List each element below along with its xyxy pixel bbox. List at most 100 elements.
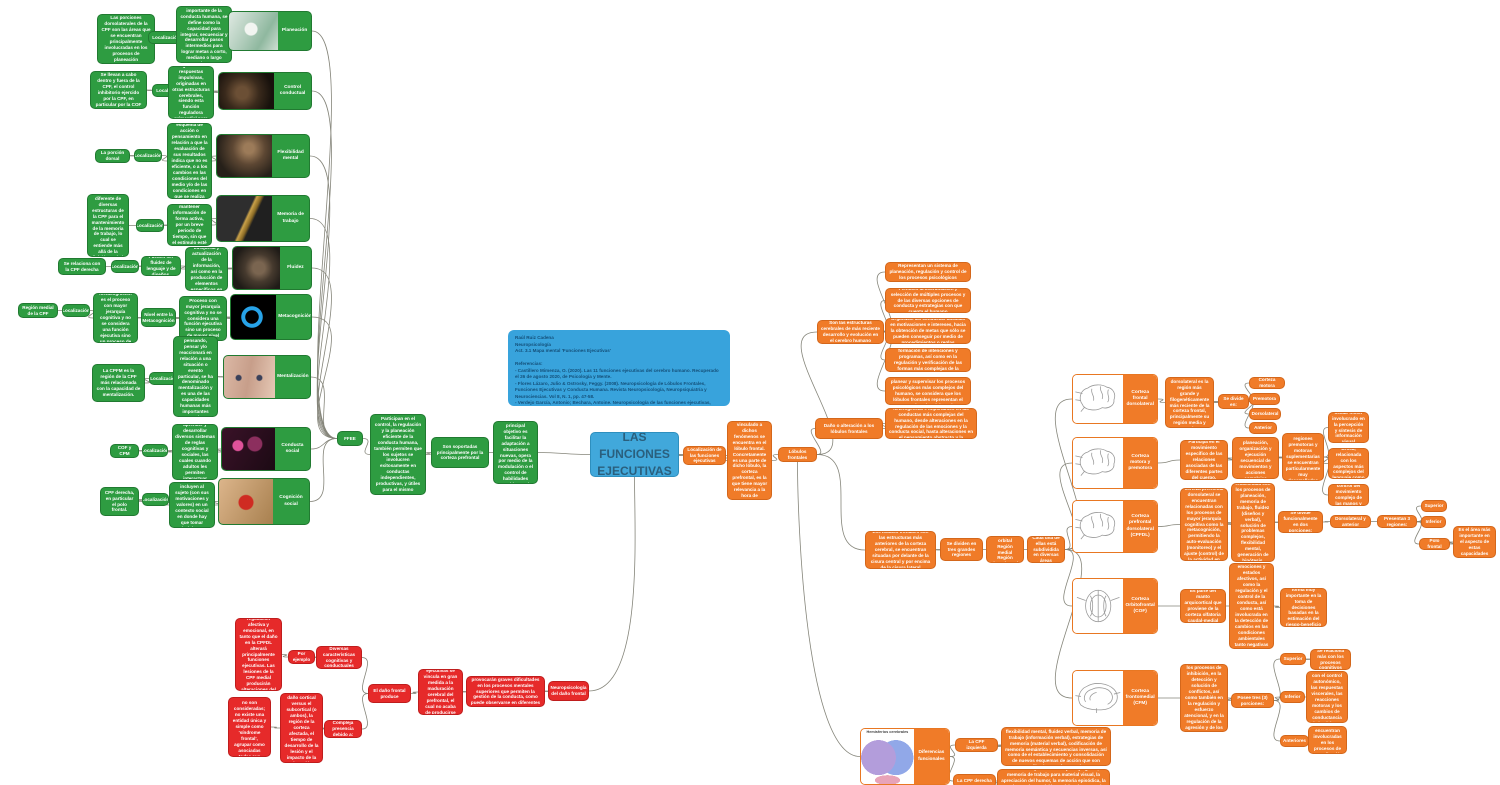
cfd-topic[interactable]: Corteza frontal dorsolateral bbox=[1072, 374, 1158, 424]
cpfdl-desc[interactable]: Las porciones más anteriores (polares) d… bbox=[1180, 488, 1228, 561]
dano-desc[interactable]: Daños en esta región provocarán graves d… bbox=[466, 676, 545, 707]
cfm-desc[interactable]: Participa activamente en los procesos de… bbox=[1180, 664, 1228, 732]
dano-desarrollo[interactable]: El desarrollo de las funciones ejecutiva… bbox=[418, 669, 463, 715]
cpfdl-da[interactable]: Dorsolateral y anterior bbox=[1330, 515, 1371, 528]
lf-anatomia[interactable]: Los lóbulos frontales son las estructura… bbox=[865, 531, 936, 569]
flexibilidad-topic[interactable]: Flexibilidad mental bbox=[216, 134, 310, 178]
conducta-loc-desc[interactable]: COF y CPM bbox=[110, 444, 139, 458]
memoria-loc[interactable]: Localización bbox=[136, 219, 164, 232]
fluidez-loc-desc[interactable]: Se relaciona con la CPF derecha bbox=[58, 258, 106, 275]
cof-desc2[interactable]: Su función principal es el procesamiento… bbox=[1229, 563, 1274, 649]
cmp-areas[interactable]: Tres áreas que involucran regiones premo… bbox=[1282, 433, 1324, 481]
cpfdl-r2[interactable]: Inferior bbox=[1421, 516, 1446, 528]
mentalizacion-desc[interactable]: Capacidad de pensar lo que otra persona … bbox=[173, 336, 218, 417]
metacognicion-loc-desc[interactable]: Región medial de la CPF bbox=[18, 303, 58, 318]
cpfdl-regiones[interactable]: Presentan 3 regiones: bbox=[1377, 515, 1417, 528]
lf-evo-3[interactable]: Organizan las conductas basadas en motiv… bbox=[885, 318, 971, 344]
cpfdl-dorsal[interactable]: La porción dorsal se encuentra estrecham… bbox=[1231, 483, 1275, 562]
dano-sindrome[interactable]: Por esto, definiciones del 'daño frontal… bbox=[228, 697, 271, 757]
cpfdl-topic[interactable]: Corteza prefrontal dorsolateral (CPFDL) bbox=[1072, 500, 1158, 553]
cof-desc3[interactable]: Participa de forma muy importante en la … bbox=[1280, 588, 1327, 627]
dano-variabilidad[interactable]: La variabilidad del tamaño de la lesión,… bbox=[280, 693, 323, 763]
mentalizacion-topic[interactable]: Mentalización bbox=[223, 355, 311, 399]
control-loc-desc[interactable]: Se llevan a cabo dentro y fuera de la CP… bbox=[90, 71, 147, 109]
lf-evo-1[interactable]: Representan un sistema de planeación, re… bbox=[885, 262, 971, 282]
cfm-p3[interactable]: Anteriores bbox=[1280, 735, 1309, 747]
fluidez-desc2[interactable]: Pueden ser fluidez de lenguaje y de dise… bbox=[141, 256, 181, 276]
cognicion-loc-desc[interactable]: CPF derecha, en particular el polo front… bbox=[100, 487, 139, 516]
cpfdl-r3-desc[interactable]: Es el área más importante en el aspecto … bbox=[1453, 526, 1496, 558]
cof-desc[interactable]: Es parte del manto arquicortical que pro… bbox=[1180, 589, 1226, 623]
planeacion-topic[interactable]: Planeación bbox=[228, 11, 312, 51]
control-desc[interactable]: Permite retrasar las tendencias a genera… bbox=[168, 66, 214, 119]
conducta-topic[interactable]: Conducta social bbox=[221, 427, 311, 471]
loc-ffee-desc[interactable]: La región cerebral que más se ha vincula… bbox=[727, 421, 772, 500]
cpfdl-r3[interactable]: Polo frontal bbox=[1419, 538, 1450, 550]
cfd-c3[interactable]: Dorsolateral bbox=[1249, 408, 1281, 420]
fluidez-loc[interactable]: Localización bbox=[111, 260, 139, 273]
ffee-def-1[interactable]: Participan en el control, la regulación … bbox=[370, 414, 426, 495]
metacognicion-mid[interactable]: Nivel entre la Metacognición bbox=[141, 308, 176, 327]
cognicion-desc[interactable]: Procesos cognitivos que incluyen al suje… bbox=[169, 482, 215, 528]
loc-ffee[interactable]: Localización de las funciones ejecutivas bbox=[683, 446, 726, 465]
memoria-loc-desc[interactable]: Existe participación diferente de divers… bbox=[87, 194, 129, 257]
dano-produce[interactable]: El daño frontal produce bbox=[368, 684, 411, 703]
ffee[interactable]: FFEE bbox=[337, 431, 363, 446]
lf-evo-4[interactable]: Participan de forma decisiva en la forma… bbox=[885, 348, 971, 372]
cmp-desc2[interactable]: Permite la planeación, organización y ej… bbox=[1232, 437, 1279, 479]
lf-subareas[interactable]: Cada una de ellas está subdividida en di… bbox=[1027, 536, 1065, 563]
cmp-a2[interactable]: 2) El área de Broca, relacionada con los… bbox=[1328, 448, 1369, 479]
cfd-c2[interactable]: Premotora bbox=[1249, 393, 1280, 405]
metacognicion-desc[interactable]: Proceso con mayor jerarquía cognitiva y … bbox=[179, 296, 227, 341]
cmp-a3[interactable]: 3) El área de control del movimiento com… bbox=[1328, 484, 1369, 506]
cfm-p3-desc[interactable]: Se encuentran involucradas en los proces… bbox=[1308, 726, 1347, 754]
metacognicion-loc[interactable]: Localización bbox=[62, 304, 90, 317]
metacognicion-topic[interactable]: Metacognición bbox=[230, 294, 312, 340]
lf-evo-5[interactable]: Existe u una capacidad de regular, plane… bbox=[885, 377, 971, 405]
planeacion-desc[interactable]: Capacidad más importante de la conducta … bbox=[176, 6, 232, 63]
cof-topic[interactable]: Corteza Orbitofrontal (COF) bbox=[1072, 578, 1158, 634]
lf-regiones-lista[interactable]: Región orbital Región medial Región dors… bbox=[986, 536, 1024, 563]
cmp-a1[interactable]: 1) El campo ocular motor involucrado en … bbox=[1328, 412, 1369, 443]
cpfdl-r1[interactable]: Superior bbox=[1421, 500, 1447, 512]
dano-frontal[interactable]: Neuropsicología del daño frontal bbox=[548, 681, 589, 701]
cfm-p1-desc[interactable]: Se relaciona más con los procesos cognit… bbox=[1310, 649, 1351, 670]
flexibilidad-loc-desc[interactable]: La porción dorsal bbox=[95, 149, 130, 163]
mentalizacion-loc[interactable]: Localización bbox=[149, 372, 179, 385]
dano-ejemplo[interactable]: Por ejemplo bbox=[288, 650, 315, 664]
central-topic[interactable]: LAS FUNCIONES EJECUTIVAS bbox=[590, 432, 679, 477]
cfd-desc[interactable]: La corteza frontal dorsolateral es la re… bbox=[1165, 377, 1214, 428]
conducta-loc[interactable]: Localización bbox=[142, 444, 168, 457]
cfm-porciones[interactable]: Posee tres (3) porciones: bbox=[1231, 693, 1274, 708]
flexibilidad-loc[interactable]: Localización bbox=[134, 149, 162, 162]
cfm-topic[interactable]: Corteza frontomedial (CFM) bbox=[1072, 670, 1158, 726]
cmp-topic[interactable]: Corteza motora y premotora bbox=[1072, 437, 1158, 489]
ffee-def-2[interactable]: Son soportadas principalmente por la cor… bbox=[431, 437, 489, 468]
metacognicion-desc2[interactable]: La metacognición es el proceso con mayor… bbox=[93, 293, 138, 343]
cfd-c1[interactable]: Corteza motora bbox=[1249, 377, 1285, 389]
cfm-p2[interactable]: Inferior bbox=[1280, 691, 1305, 703]
dano-complejidad[interactable]: Compleja presencia debido a: bbox=[324, 720, 362, 738]
memoria-desc[interactable]: Capacidad para mantener información de f… bbox=[167, 204, 212, 246]
cmp-desc[interactable]: Participa en el movimiento específico de… bbox=[1180, 440, 1228, 480]
cfd-division[interactable]: Se divide en: bbox=[1218, 394, 1249, 409]
lobulos-frontales[interactable]: Lóbulos frontales bbox=[778, 447, 817, 462]
cfd-c4[interactable]: Anterior bbox=[1249, 422, 1277, 434]
cognicion-topic[interactable]: Cognición social bbox=[218, 478, 310, 525]
dano-ejemplo-desc[interactable]: El daño en la COF producirá alteraciones… bbox=[235, 618, 282, 691]
cfm-p2-desc[interactable]: Está estrechamente relacionada con el co… bbox=[1306, 671, 1348, 723]
lf-regiones[interactable]: Se dividen en tres grandes regiones bbox=[940, 538, 983, 561]
lf-dano[interactable]: Daño o alteración a los lóbulos frontale… bbox=[815, 418, 883, 439]
conducta-desc[interactable]: Los niños tienen que asimilar, aprender … bbox=[172, 424, 218, 480]
cpf-derecha[interactable]: La CPF derecha bbox=[953, 774, 996, 785]
cognicion-loc[interactable]: Localización bbox=[142, 493, 169, 506]
fluidez-topic[interactable]: Fluidez bbox=[232, 246, 312, 290]
dano-caracteristicas[interactable]: Diversas características cognitivas y co… bbox=[316, 646, 362, 669]
planeacion-loc-desc[interactable]: Las porciones dorsolaterales de la CPF s… bbox=[97, 14, 155, 64]
memoria-topic[interactable]: Memoria de trabajo bbox=[216, 195, 310, 242]
info-note[interactable]: Raúl Ruiz Cadena Neuropsicología Act. 3.… bbox=[508, 330, 730, 406]
lf-evolucion[interactable]: Son las estructuras cerebrales de más re… bbox=[817, 320, 884, 344]
lf-dano-desc[interactable]: Tienen consecuencias muy heterogéneas e … bbox=[885, 408, 977, 439]
